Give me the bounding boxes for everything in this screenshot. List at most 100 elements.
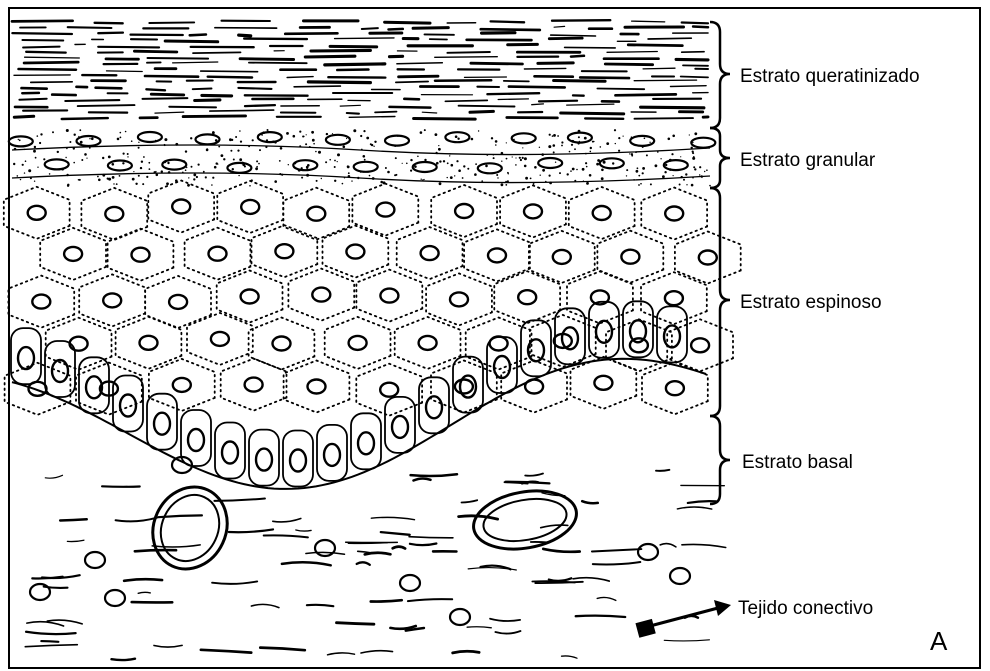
keratohyalin-granule <box>572 168 575 171</box>
label-stratum-granulosum: Estrato granular <box>740 150 876 171</box>
keratohyalin-granule <box>146 176 148 178</box>
keratin-streak <box>208 77 252 78</box>
keratohyalin-granule <box>13 163 15 165</box>
keratin-streak <box>682 52 704 53</box>
keratohyalin-granule <box>590 151 592 153</box>
keratohyalin-granule <box>74 134 76 136</box>
collagen-fiber <box>371 600 402 601</box>
keratin-streak <box>634 80 696 81</box>
keratohyalin-granule <box>52 131 54 133</box>
keratohyalin-granule <box>233 159 235 161</box>
keratohyalin-granule <box>642 167 645 170</box>
keratohyalin-granule <box>559 172 561 174</box>
keratohyalin-granule <box>316 180 318 182</box>
keratohyalin-granule <box>454 175 455 176</box>
keratohyalin-granule <box>343 145 346 148</box>
keratin-streak <box>635 118 694 119</box>
keratohyalin-granule <box>78 179 80 181</box>
keratohyalin-granule <box>395 157 397 159</box>
keratohyalin-granule <box>299 131 301 133</box>
keratohyalin-granule <box>596 163 599 166</box>
keratin-streak <box>538 63 573 64</box>
keratohyalin-granule <box>574 148 576 150</box>
keratin-streak <box>551 35 596 36</box>
keratohyalin-granule <box>436 162 439 165</box>
keratohyalin-granule <box>259 149 261 151</box>
keratohyalin-granule <box>326 133 328 135</box>
label-stratum-spinosum: Estrato espinoso <box>740 292 882 313</box>
keratohyalin-granule <box>467 168 469 170</box>
keratohyalin-granule <box>334 166 336 168</box>
keratin-streak <box>682 23 708 24</box>
keratohyalin-granule <box>462 177 464 179</box>
keratin-streak <box>202 95 232 96</box>
keratohyalin-granule <box>24 172 25 173</box>
keratohyalin-granule <box>37 135 39 137</box>
keratin-streak <box>414 119 476 120</box>
keratohyalin-granule <box>578 136 580 138</box>
keratin-streak <box>165 41 218 42</box>
keratohyalin-granule <box>301 177 303 179</box>
keratohyalin-granule <box>274 180 277 183</box>
keratin-streak <box>641 107 704 108</box>
keratohyalin-granule <box>672 135 675 138</box>
keratohyalin-granule <box>513 139 515 141</box>
keratohyalin-granule <box>493 157 495 159</box>
keratin-streak <box>397 63 442 64</box>
keratohyalin-granule <box>267 131 269 133</box>
keratin-streak <box>337 70 368 71</box>
keratohyalin-granule <box>40 133 42 135</box>
keratohyalin-granule <box>334 160 336 162</box>
keratohyalin-granule <box>256 166 258 168</box>
keratin-streak <box>14 116 33 117</box>
keratohyalin-granule <box>256 160 258 162</box>
keratohyalin-granule <box>306 134 307 135</box>
keratin-streak <box>498 99 528 100</box>
keratohyalin-granule <box>138 147 140 149</box>
keratohyalin-granule <box>18 139 19 140</box>
keratohyalin-granule <box>649 142 650 143</box>
keratohyalin-granule <box>669 168 672 171</box>
keratohyalin-granule <box>25 160 27 162</box>
keratin-streak <box>597 89 644 90</box>
keratohyalin-granule <box>451 164 454 167</box>
keratin-streak <box>347 113 359 114</box>
keratin-streak <box>25 57 80 58</box>
keratohyalin-granule <box>164 138 167 141</box>
keratohyalin-granule <box>332 133 333 134</box>
keratohyalin-granule <box>187 184 190 187</box>
keratohyalin-granule <box>235 136 237 138</box>
keratohyalin-granule <box>348 172 350 174</box>
keratohyalin-granule <box>17 175 19 177</box>
keratohyalin-granule <box>601 177 604 180</box>
keratin-streak <box>487 93 539 94</box>
keratohyalin-granule <box>138 142 139 143</box>
label-stratum-corneum: Estrato queratinizado <box>740 66 920 87</box>
keratin-streak <box>238 88 271 89</box>
keratohyalin-granule <box>332 135 333 136</box>
keratin-streak <box>31 82 72 83</box>
collagen-fiber <box>41 641 58 642</box>
keratohyalin-granule <box>306 166 309 169</box>
collagen-fiber <box>656 470 669 471</box>
label-connective-tissue: Tejido conectivo <box>738 598 873 619</box>
keratohyalin-granule <box>305 143 307 145</box>
keratohyalin-granule <box>549 175 551 177</box>
keratohyalin-granule <box>552 135 554 137</box>
keratin-streak <box>554 81 606 82</box>
keratohyalin-granule <box>347 166 350 169</box>
keratohyalin-granule <box>629 153 630 154</box>
keratohyalin-granule <box>522 157 524 159</box>
keratohyalin-granule <box>424 129 426 131</box>
keratohyalin-granule <box>549 134 551 136</box>
keratin-streak <box>95 23 123 24</box>
keratohyalin-granule <box>212 177 214 179</box>
keratohyalin-granule <box>97 176 99 178</box>
keratohyalin-granule <box>366 137 369 140</box>
keratohyalin-granule <box>600 146 602 148</box>
keratohyalin-granule <box>258 163 260 165</box>
keratohyalin-granule <box>516 133 518 135</box>
keratohyalin-granule <box>693 156 695 158</box>
keratohyalin-granule <box>520 159 522 161</box>
keratohyalin-granule <box>73 162 75 164</box>
